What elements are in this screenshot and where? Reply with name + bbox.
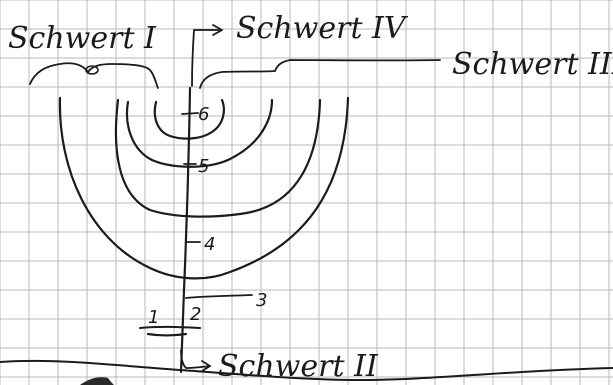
mark-3-line: [185, 294, 253, 299]
tick-label-6: 6: [198, 104, 209, 125]
base-line: [139, 325, 201, 329]
label-sword-4: Schwert IV: [236, 11, 409, 46]
label-sword-2: Schwert II: [218, 349, 379, 384]
tick-label-4: 4: [204, 234, 215, 255]
tick-label-2: 2: [190, 304, 201, 325]
central-axis: [179, 86, 192, 374]
page-edge: [0, 359, 613, 381]
brace-loop: [85, 65, 99, 75]
arrow-sword-2-head: [201, 360, 211, 372]
tick-label-5: 5: [198, 156, 209, 177]
tick-label-3: 3: [256, 290, 267, 311]
tick-6: [181, 112, 199, 115]
label-sword-3: Schwert III: [452, 47, 613, 82]
arrow-sword-4-head: [212, 24, 223, 36]
brace-sword-3: [199, 59, 441, 89]
arc-2: [114, 98, 322, 218]
arc-3: [126, 98, 274, 168]
label-sword-1: Schwert I: [8, 21, 157, 56]
page-edge-shadow: [80, 377, 114, 385]
arc-1-outer: [58, 96, 350, 280]
arrow-sword-2: [180, 349, 211, 369]
small-foot-mark: [146, 332, 188, 337]
brace-sword-1: [29, 62, 159, 89]
arrow-sword-4: [191, 29, 223, 87]
tick-label-1: 1: [148, 307, 159, 328]
arc-4-inner: [153, 98, 225, 140]
